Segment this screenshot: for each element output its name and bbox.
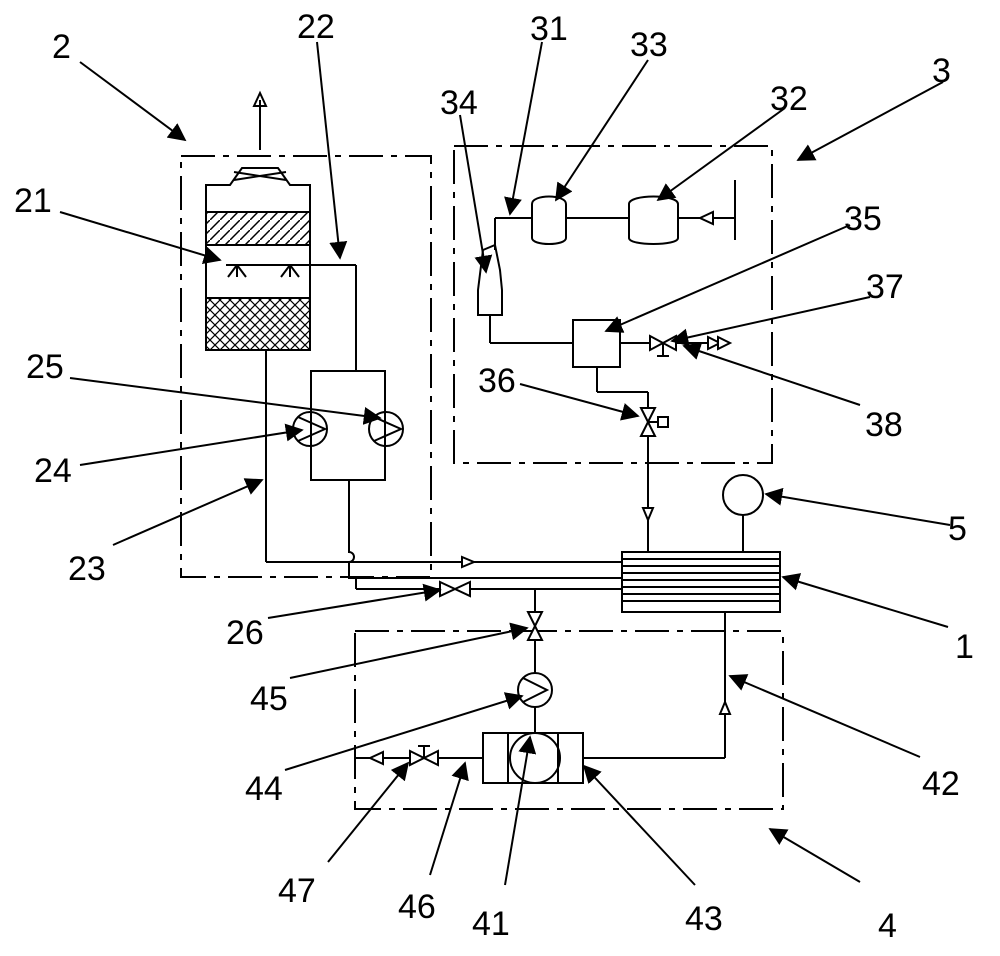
label-38: 38 xyxy=(865,406,903,444)
label-32: 32 xyxy=(770,80,808,118)
label-3: 3 xyxy=(932,52,951,90)
module-4-boundary xyxy=(354,630,784,810)
label-36: 36 xyxy=(478,362,516,400)
label-35: 35 xyxy=(844,200,882,238)
valve-26-icon xyxy=(439,580,471,598)
label-45: 45 xyxy=(250,680,288,718)
module-2-boundary xyxy=(180,155,432,578)
label-4: 4 xyxy=(878,907,897,945)
module-3-boundary xyxy=(453,145,773,464)
drift-eliminator xyxy=(207,213,309,244)
label-31: 31 xyxy=(530,10,568,48)
pump-group xyxy=(265,265,622,590)
label-24: 24 xyxy=(34,452,72,490)
module-4-equipment xyxy=(355,589,732,784)
label-44: 44 xyxy=(245,770,283,808)
leader-lines xyxy=(59,41,951,886)
packing-fill xyxy=(207,299,309,349)
label-47: 47 xyxy=(278,872,316,910)
label-42: 42 xyxy=(922,765,960,803)
label-25: 25 xyxy=(26,348,64,386)
label-21: 21 xyxy=(14,182,52,220)
label-1: 1 xyxy=(955,628,974,666)
label-41: 41 xyxy=(472,905,510,943)
heat-exchanger-1 xyxy=(621,551,781,613)
label-34: 34 xyxy=(440,84,478,122)
expansion-tank-5 xyxy=(722,474,764,552)
label-33: 33 xyxy=(630,26,668,64)
cooling-tower xyxy=(205,90,356,351)
label-2: 2 xyxy=(52,28,71,66)
label-26: 26 xyxy=(226,614,264,652)
module-3-equipment xyxy=(477,180,736,552)
label-22: 22 xyxy=(297,8,335,46)
label-5: 5 xyxy=(948,510,967,548)
label-23: 23 xyxy=(68,550,106,588)
label-37: 37 xyxy=(866,268,904,306)
label-46: 46 xyxy=(398,888,436,926)
label-43: 43 xyxy=(685,900,723,938)
pump-25-icon xyxy=(368,411,404,447)
